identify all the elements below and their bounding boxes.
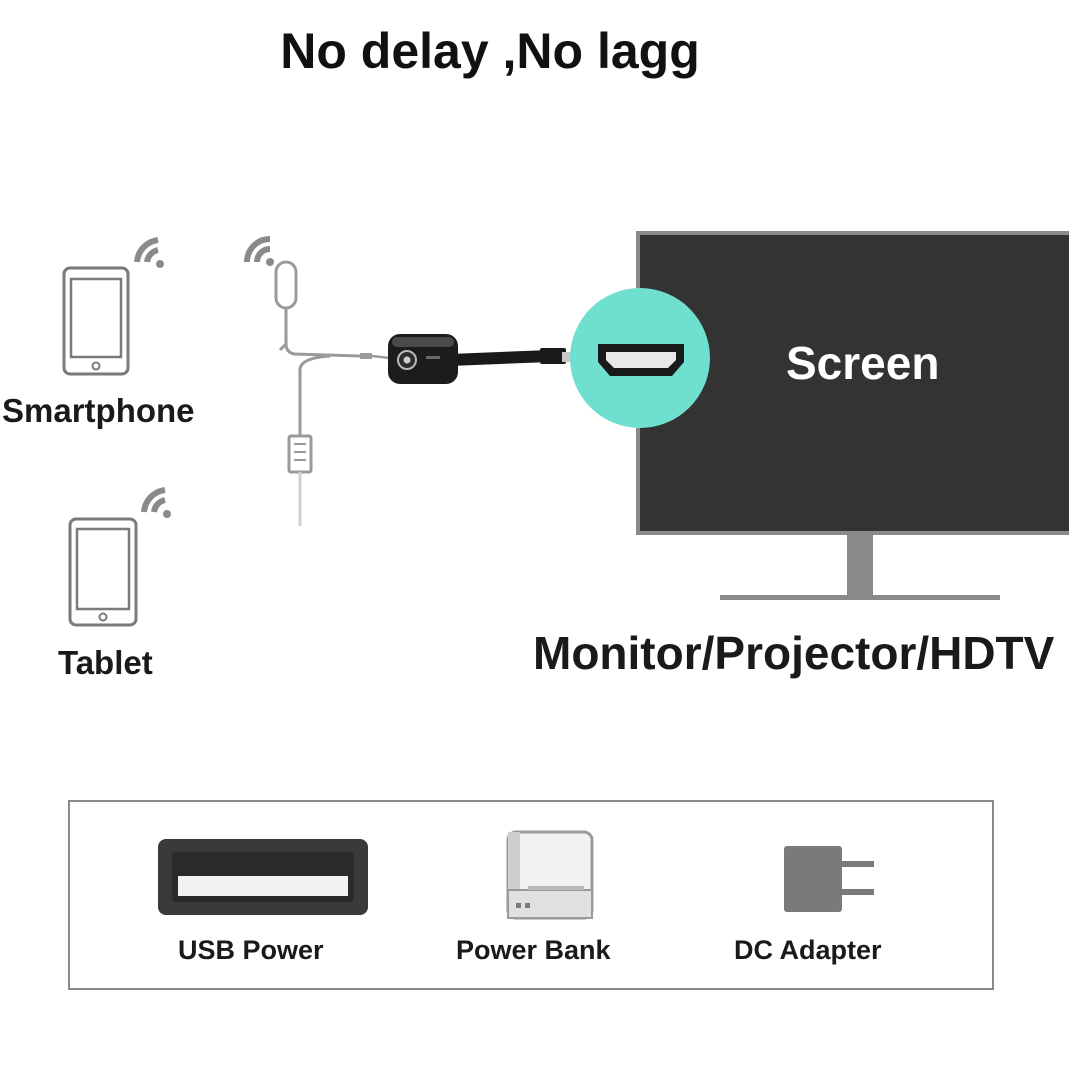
monitor-icon xyxy=(636,231,1069,600)
display-caption: Monitor/Projector/HDTV xyxy=(533,627,1055,679)
smartphone-label: Smartphone xyxy=(2,392,195,429)
headline: No delay ,No lagg xyxy=(280,23,700,79)
power-bank-icon xyxy=(506,830,594,920)
wifi-icon xyxy=(244,236,274,266)
dc-adapter-label: DC Adapter xyxy=(734,935,882,965)
smartphone-icon xyxy=(62,266,130,376)
tablet-icon xyxy=(68,517,138,627)
tablet-label: Tablet xyxy=(58,644,153,681)
wifi-icon xyxy=(141,487,171,518)
power-options-panel xyxy=(68,800,994,990)
usb-power-label: USB Power xyxy=(178,935,324,965)
dc-adapter-icon xyxy=(784,846,874,912)
wifi-icon xyxy=(134,237,164,268)
wireless-dongle-icon xyxy=(388,334,572,384)
usb-port-icon xyxy=(158,839,368,915)
power-bank-label: Power Bank xyxy=(456,935,611,965)
screen-label: Screen xyxy=(786,337,940,389)
y-cable-icon xyxy=(274,260,391,526)
hdmi-port-icon xyxy=(570,288,710,428)
